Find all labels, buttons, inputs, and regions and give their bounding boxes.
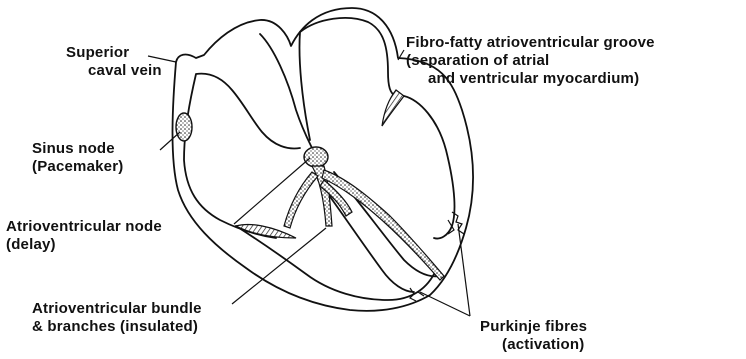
right-atrium-inner-wall [184,74,300,238]
label-fibro-fatty-groove: Fibro-fatty atrioventricular groove (sep… [406,34,655,88]
interventricular-septum [318,172,440,292]
atrial-septum [260,32,312,148]
label-sinus-node-line1: Sinus node [32,140,123,158]
fibro-fatty-groove-top [382,90,404,126]
label-superior-caval-vein-line1: Superior [66,44,162,62]
label-fibro-fatty-line1: Fibro-fatty atrioventricular groove [406,34,655,52]
leader-sinus-node [160,132,180,150]
label-av-node-line2: (delay) [6,236,162,254]
label-purkinje-fibres: Purkinje fibres (activation) [480,318,587,354]
left-bundle-branch [322,170,444,280]
label-fibro-fatty-line3: and ventricular myocardium) [406,70,655,88]
label-sinus-node-line2: (Pacemaker) [32,158,123,176]
label-av-node: Atrioventricular node (delay) [6,218,162,254]
av-node-shape [304,147,328,167]
left-ventricle-inner-wall [404,96,454,239]
label-av-node-line1: Atrioventricular node [6,218,162,236]
label-av-bundle-line2: & branches (insulated) [32,318,202,336]
sinus-node-shape [176,113,192,141]
right-bundle-branch [284,172,318,228]
label-superior-caval-vein-line2: caval vein [66,62,162,80]
leader-av-bundle [232,228,326,304]
leader-purkinje-lower [420,292,470,316]
label-purkinje-line2: (activation) [480,336,587,354]
label-fibro-fatty-line2: (separation of atrial [406,52,655,70]
label-purkinje-line1: Purkinje fibres [480,318,587,336]
label-av-bundle: Atrioventricular bundle & branches (insu… [32,300,202,336]
label-sinus-node: Sinus node (Pacemaker) [32,140,123,176]
label-av-bundle-line1: Atrioventricular bundle [32,300,202,318]
label-superior-caval-vein: Superior caval vein [66,44,162,80]
left-atrium-inner-wall [300,18,396,96]
leader-purkinje-upper [458,224,470,316]
